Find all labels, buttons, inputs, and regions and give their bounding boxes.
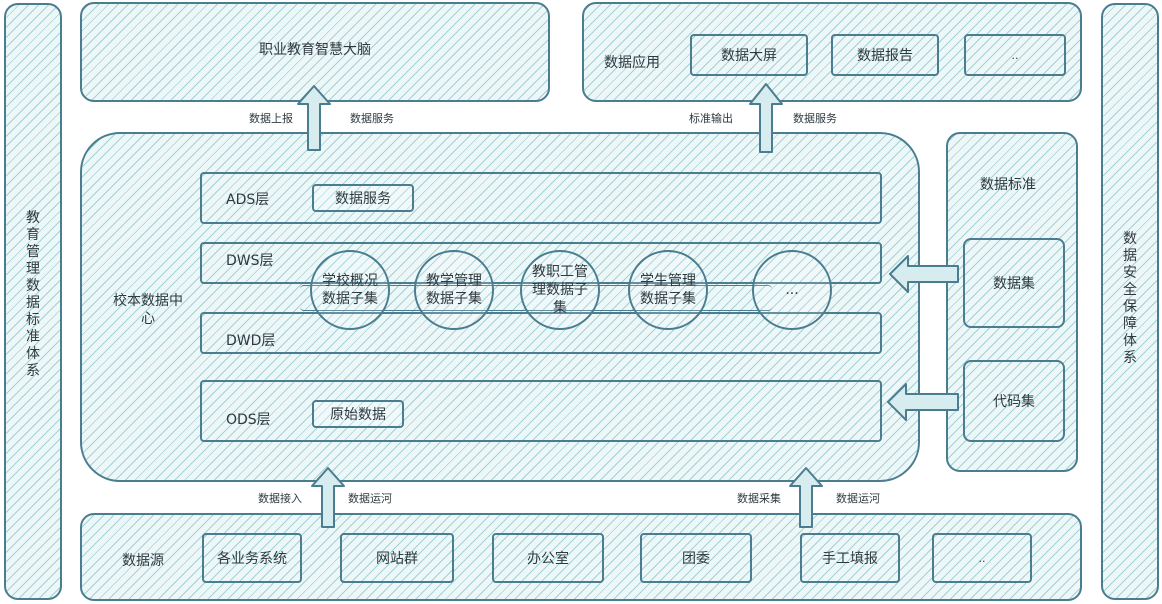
flow-data-collect-label: 数据采集 (737, 492, 781, 505)
source-office: 办公室 (492, 533, 604, 583)
layer-ads-label: ADS层 (226, 192, 270, 208)
flow-service-left-label: 数据服务 (350, 112, 394, 125)
standard-codeset: 代码集 (963, 360, 1065, 442)
layer-dwd-label: DWD层 (226, 333, 276, 349)
flow-standard-output-label: 标准输出 (689, 112, 733, 125)
layer-ods: ODS层 原始数据 (200, 380, 882, 442)
source-more: .. (932, 533, 1032, 583)
arrow-codeset-to-ods (887, 383, 959, 421)
arrow-up-from-source-right (789, 467, 823, 528)
subset-teaching-management: 教学管理数据子集 (414, 250, 494, 330)
data-application-box: 数据应用 数据大屏 数据报告 .. (582, 2, 1082, 102)
source-manual-entry: 手工填报 (800, 533, 900, 583)
data-source-label: 数据源 (122, 553, 164, 569)
subset-staff-management: 教职工管理数据子集 (520, 250, 600, 330)
school-data-center-label: 校本数据中心 (113, 293, 183, 327)
smart-brain-box: 职业教育智慧大脑 (80, 2, 550, 102)
app-item-report: 数据报告 (831, 34, 939, 76)
layer-ods-tag: 原始数据 (312, 400, 404, 428)
layer-dws-label: DWS层 (226, 253, 274, 269)
app-item-dashboard: 数据大屏 (690, 34, 808, 76)
subset-student-management: 学生管理数据子集 (628, 250, 708, 330)
source-youth-league: 团委 (640, 533, 752, 583)
left-standard-system-label: 教育管理数据标准体系 (26, 210, 40, 379)
subset-more: ... (752, 250, 832, 330)
data-source-box: 数据源 各业务系统 网站群 办公室 团委 手工填报 .. (80, 513, 1082, 601)
arrow-up-from-source-left (311, 467, 345, 528)
data-application-label: 数据应用 (604, 55, 660, 71)
standard-dataset: 数据集 (963, 238, 1065, 328)
data-standard-label: 数据标准 (980, 177, 1036, 193)
layer-ads: ADS层 数据服务 (200, 172, 882, 224)
flow-report-up-label: 数据上报 (249, 112, 293, 125)
flow-data-ops-left-label: 数据运河 (348, 492, 392, 505)
layer-ods-label: ODS层 (226, 412, 271, 428)
smart-brain-label: 职业教育智慧大脑 (259, 42, 371, 58)
flow-data-ops-right-label: 数据运河 (836, 492, 880, 505)
source-website-group: 网站群 (340, 533, 454, 583)
arrow-up-to-application (749, 83, 783, 153)
arrow-dataset-to-dws (889, 255, 959, 293)
left-standard-system-panel: 教育管理数据标准体系 (4, 3, 62, 600)
arrow-up-to-brain (297, 85, 331, 151)
flow-service-right-label: 数据服务 (793, 112, 837, 125)
right-security-system-panel: 数据安全保障体系 (1101, 3, 1159, 600)
layer-ads-tag: 数据服务 (312, 184, 414, 212)
right-security-system-label: 数据安全保障体系 (1123, 231, 1137, 366)
subset-school-overview: 学校概况数据子集 (310, 250, 390, 330)
data-standard-panel: 数据标准 数据集 代码集 (946, 132, 1078, 472)
flow-data-access-label: 数据接入 (258, 492, 302, 505)
app-item-more: .. (964, 34, 1066, 76)
source-business-systems: 各业务系统 (202, 533, 302, 583)
